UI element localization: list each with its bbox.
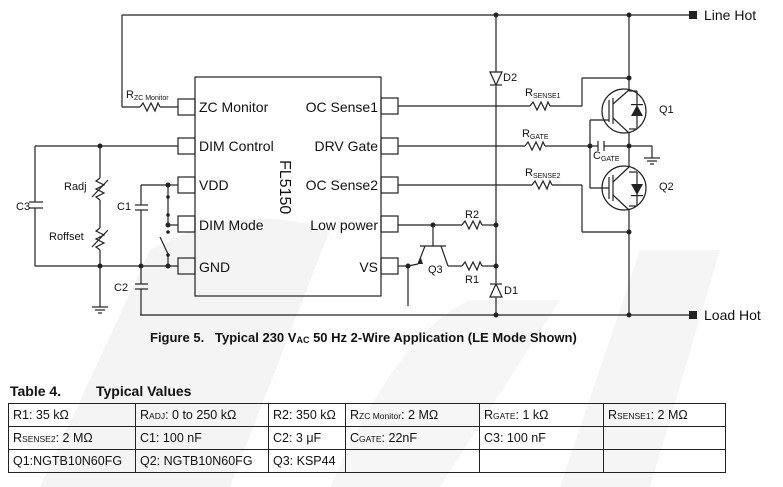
figure-caption: Figure 5. Typical 230 VAC 50 Hz 2-Wire A… <box>150 330 577 345</box>
resistor-roffset <box>94 227 106 251</box>
label-roffset: Roffset <box>49 231 84 243</box>
table-cell: C3: 100 nF <box>479 426 604 450</box>
label-r2: R2 <box>465 209 479 221</box>
resistor-rsense2 <box>531 179 553 191</box>
table-cell <box>603 426 726 450</box>
pin-gnd: GND <box>199 259 230 275</box>
pin-vs: VS <box>359 259 378 275</box>
pin-dim-mode: DIM Mode <box>199 217 264 233</box>
diode-d1 <box>489 282 503 298</box>
resistor-r1 <box>461 260 483 272</box>
ic-part-name: FL5150 <box>276 160 293 214</box>
pin-drv-gate: DRV Gate <box>314 138 378 154</box>
label-load-hot: Load Hot <box>704 307 761 323</box>
table-cell: C2: 3 μF <box>268 426 346 450</box>
resistor-r2 <box>461 219 483 231</box>
table-cell <box>603 449 726 473</box>
table-cell: Q2: NGTB10N60FG <box>135 449 269 473</box>
table-cell: RZC Monitor: 2 MΩ <box>345 403 480 427</box>
label-q2: Q2 <box>659 181 674 193</box>
label-q3: Q3 <box>428 264 443 276</box>
label-d2: D2 <box>503 72 517 84</box>
table-cell: C1: 100 nF <box>135 426 269 450</box>
label-rgate: RGATE <box>522 128 549 141</box>
label-c1: C1 <box>117 201 131 213</box>
q1-symbol <box>601 88 647 134</box>
q2-symbol <box>601 165 647 211</box>
table-cell: R1: 35 kΩ <box>8 403 136 427</box>
table-cell <box>479 449 604 473</box>
pin-low-power: Low power <box>310 217 378 233</box>
table-cell: CGATE: 22nF <box>345 426 480 450</box>
label-rsense2: RSENSE2 <box>525 167 561 180</box>
table-cell: Q3: KSP44 <box>268 449 346 473</box>
resistor-radj <box>94 177 106 201</box>
label-c3: C3 <box>16 201 30 213</box>
label-r1: R1 <box>465 274 479 286</box>
label-q1: Q1 <box>659 104 674 116</box>
label-radj: Radj <box>64 181 87 193</box>
diode-d2 <box>489 71 503 87</box>
table-cell: RSENSE2: 2 MΩ <box>8 426 136 450</box>
table-cell <box>345 449 480 473</box>
label-c2: C2 <box>114 282 128 294</box>
table-cell: Q1:NGTB10N60FG <box>8 449 136 473</box>
label-rzc: RZC Monitor <box>126 89 169 102</box>
pin-oc-sense1: OC Sense1 <box>306 99 379 115</box>
table-title: Table 4.Typical Values <box>10 383 192 399</box>
label-cgate: CGATE <box>593 150 620 163</box>
terminal-line-hot <box>689 11 697 19</box>
table-cell: RADJ: 0 to 250 kΩ <box>135 403 269 427</box>
table-cell: RGATE: 1 kΩ <box>479 403 604 427</box>
table-cell: R2: 350 kΩ <box>268 403 346 427</box>
pin-dim-control: DIM Control <box>199 138 274 154</box>
table-cell: RSENSE1: 2 MΩ <box>603 403 726 427</box>
terminal-load-hot <box>689 311 697 319</box>
pin-zc-monitor: ZC Monitor <box>199 99 269 115</box>
label-line-hot: Line Hot <box>704 7 756 23</box>
pin-oc-sense2: OC Sense2 <box>306 177 379 193</box>
schematic-diagram: ZC Monitor DIM Control VDD DIM Mode GND … <box>16 7 761 323</box>
resistor-rsense1 <box>529 100 551 112</box>
resistor-rgate <box>524 140 546 152</box>
label-rsense1: RSENSE1 <box>525 87 561 100</box>
resistor-rzc <box>139 101 161 113</box>
pin-vdd: VDD <box>199 177 229 193</box>
label-d1: D1 <box>504 285 518 297</box>
